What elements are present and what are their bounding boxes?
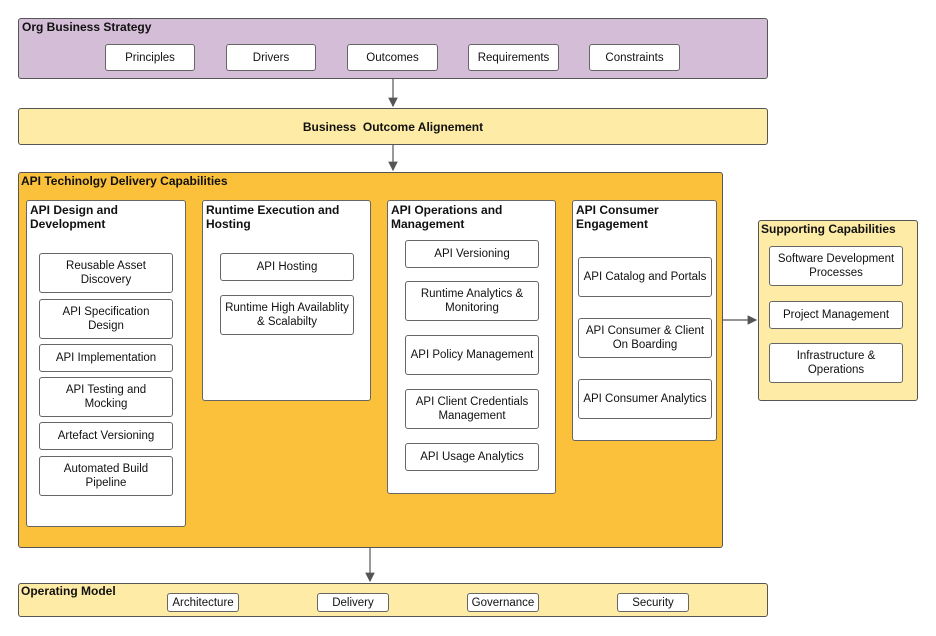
strategy-item-constraints: Constraints bbox=[589, 44, 680, 71]
capability-box: API Consumer Analytics bbox=[578, 379, 712, 419]
supporting-item: Infrastructure & Operations bbox=[769, 343, 903, 383]
supporting-item: Software Development Processes bbox=[769, 246, 903, 286]
capability-box: Runtime Analytics & Monitoring bbox=[405, 281, 539, 321]
capability-box: API Versioning bbox=[405, 240, 539, 268]
operating-item-architecture: Architecture bbox=[167, 593, 239, 612]
capability-box: API Consumer & Client On Boarding bbox=[578, 318, 712, 358]
column-title: Runtime Execution and Hosting bbox=[206, 203, 340, 231]
strategy-item-drivers: Drivers bbox=[226, 44, 316, 71]
business-outcome-alignment-bar: Business Outcome Alignement bbox=[18, 108, 768, 145]
capability-box: API Specification Design bbox=[39, 299, 173, 339]
strategy-title: Org Business Strategy bbox=[22, 20, 152, 34]
column-title: API Consumer Engagement bbox=[576, 203, 659, 231]
operating-title: Operating Model bbox=[21, 584, 116, 598]
supporting-item: Project Management bbox=[769, 301, 903, 329]
column-title: API Design and Development bbox=[30, 203, 119, 231]
alignment-label: Business Outcome Alignement bbox=[302, 119, 484, 134]
column-title: API Operations and Management bbox=[391, 203, 503, 231]
supporting-title: Supporting Capabilities bbox=[761, 222, 896, 236]
strategy-item-principles: Principles bbox=[105, 44, 195, 71]
capability-box: API Policy Management bbox=[405, 335, 539, 375]
capability-box: API Usage Analytics bbox=[405, 443, 539, 471]
capability-box: Runtime High Availablity & Scalabilty bbox=[220, 295, 354, 335]
strategy-item-outcomes: Outcomes bbox=[347, 44, 438, 71]
capability-box: API Catalog and Portals bbox=[578, 257, 712, 297]
capability-box: API Implementation bbox=[39, 344, 173, 372]
capability-box: API Client Credentials Management bbox=[405, 389, 539, 429]
capability-box: API Hosting bbox=[220, 253, 354, 281]
operating-item-governance: Governance bbox=[467, 593, 539, 612]
strategy-item-requirements: Requirements bbox=[468, 44, 559, 71]
capability-box: API Testing and Mocking bbox=[39, 377, 173, 417]
operating-item-security: Security bbox=[617, 593, 689, 612]
capability-box: Artefact Versioning bbox=[39, 422, 173, 450]
capability-box: Reusable Asset Discovery bbox=[39, 253, 173, 293]
delivery-title: API Techinolgy Delivery Capabilities bbox=[21, 174, 228, 188]
capability-box: Automated Build Pipeline bbox=[39, 456, 173, 496]
operating-item-delivery: Delivery bbox=[317, 593, 389, 612]
